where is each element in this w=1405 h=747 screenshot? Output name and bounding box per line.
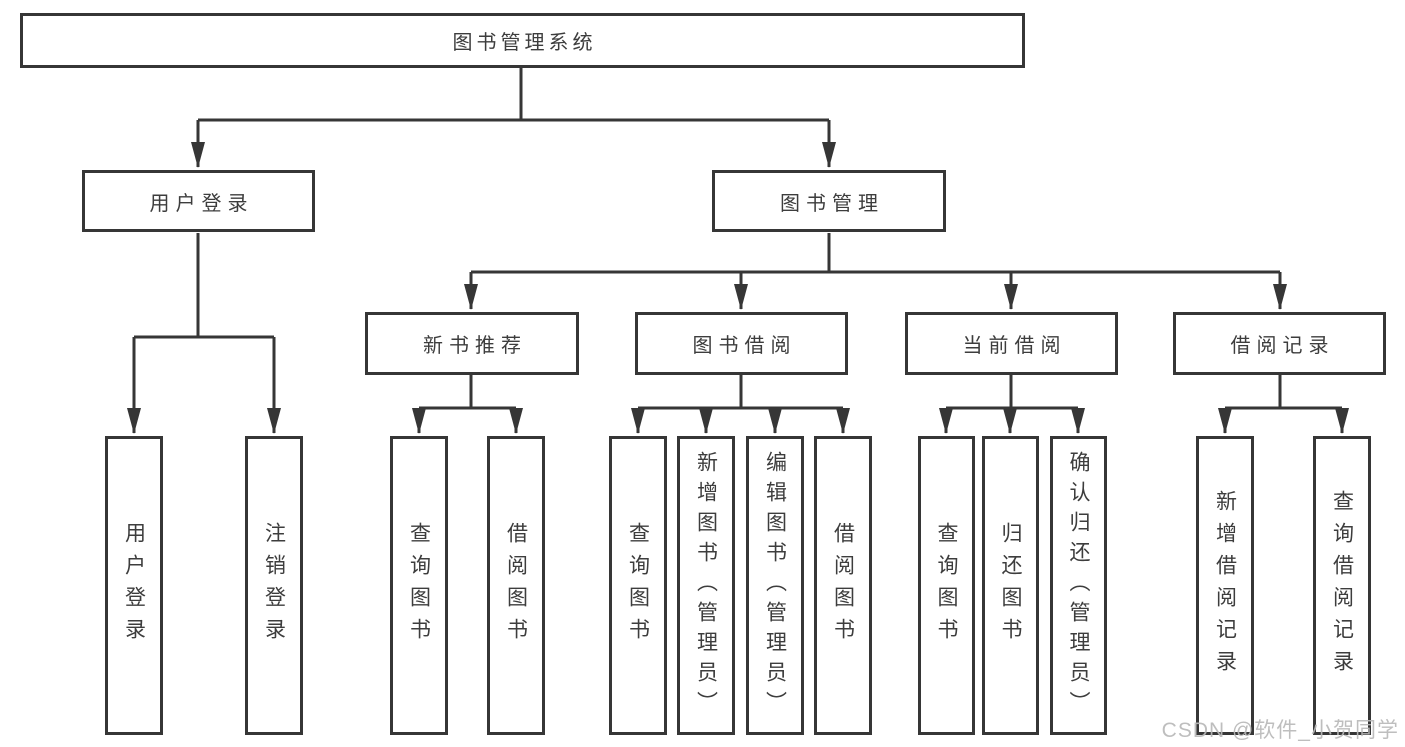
watermark: CSDN @软件_小贺同学 xyxy=(1161,719,1399,742)
node-leaf-confirm-return-admin: 确认归还（管理员） xyxy=(1050,436,1107,735)
node-borrowing-records: 借阅记录 xyxy=(1173,312,1386,375)
node-current-borrowing: 当前借阅 xyxy=(905,312,1118,375)
node-leaf-add-borrow-record: 新增借阅记录 xyxy=(1196,436,1254,735)
node-leaf-return-books: 归还图书 xyxy=(982,436,1039,735)
node-leaf-borrow-books-borrowing: 借阅图书 xyxy=(814,436,872,735)
node-leaf-query-books-current: 查询图书 xyxy=(918,436,975,735)
node-leaf-add-books-admin: 新增图书（管理员） xyxy=(677,436,735,735)
node-library-system: 图书管理系统 xyxy=(20,13,1025,68)
node-leaf-logout: 注销登录 xyxy=(245,436,303,735)
node-new-book-recommendation: 新书推荐 xyxy=(365,312,579,375)
node-leaf-user-login: 用户登录 xyxy=(105,436,163,735)
node-book-management: 图书管理 xyxy=(712,170,946,232)
node-user-login: 用户登录 xyxy=(82,170,315,232)
node-leaf-query-borrow-record: 查询借阅记录 xyxy=(1313,436,1371,735)
node-book-borrowing: 图书借阅 xyxy=(635,312,848,375)
node-leaf-edit-books-admin: 编辑图书（管理员） xyxy=(746,436,804,735)
node-leaf-borrow-books-recommend: 借阅图书 xyxy=(487,436,545,735)
node-leaf-query-books-borrowing: 查询图书 xyxy=(609,436,667,735)
node-leaf-query-books-recommend: 查询图书 xyxy=(390,436,448,735)
